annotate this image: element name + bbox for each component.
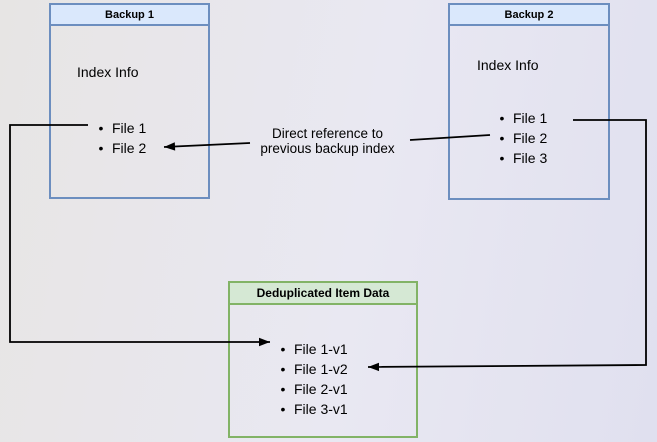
- bullet-icon: •: [280, 401, 286, 417]
- file-label: File 2: [112, 140, 147, 156]
- list-item: • File 2: [495, 128, 548, 148]
- list-item: • File 2: [94, 138, 147, 158]
- bullet-icon: •: [280, 361, 286, 377]
- dedup-file-list: • File 1-v1 • File 1-v2 • File 2-v1 • Fi…: [276, 339, 348, 419]
- list-item: • File 3-v1: [276, 399, 348, 419]
- bullet-icon: •: [499, 130, 505, 146]
- backup2-index-info-label: Index Info: [477, 57, 539, 73]
- file-label: File 2-v1: [294, 381, 348, 397]
- direct-reference-label-line1: Direct reference to: [271, 126, 384, 141]
- bullet-icon: •: [98, 140, 104, 156]
- backup1-file-list: • File 1 • File 2: [94, 118, 147, 158]
- file-label: File 3: [513, 150, 548, 166]
- file-label: File 1-v2: [294, 361, 348, 377]
- file-label: File 1: [112, 120, 147, 136]
- dedup-title: Deduplicated Item Data: [256, 286, 390, 300]
- file-label: File 1: [513, 110, 548, 126]
- backup2-file-list: • File 1 • File 2 • File 3: [495, 108, 548, 168]
- bullet-icon: •: [280, 381, 286, 397]
- list-item: • File 1-v2: [276, 359, 348, 379]
- file-label: File 2: [513, 130, 548, 146]
- file-label: File 3-v1: [294, 401, 348, 417]
- backup1-header: Backup 1: [51, 5, 208, 26]
- backup1-title: Backup 1: [105, 8, 154, 21]
- bullet-icon: •: [98, 120, 104, 136]
- list-item: • File 3: [495, 148, 548, 168]
- dedup-header: Deduplicated Item Data: [230, 283, 416, 305]
- list-item: • File 1: [495, 108, 548, 128]
- dedup-box: Deduplicated Item Data • File 1-v1 • Fil…: [228, 281, 418, 438]
- file-label: File 1-v1: [294, 341, 348, 357]
- backup2-box: Backup 2 Index Info • File 1 • File 2 • …: [448, 3, 610, 200]
- backup1-index-info-label: Index Info: [77, 64, 139, 80]
- backup2-title: Backup 2: [504, 8, 554, 21]
- backup2-header: Backup 2: [450, 5, 608, 26]
- bullet-icon: •: [499, 110, 505, 126]
- direct-reference-label: Direct reference to previous backup inde…: [240, 126, 415, 156]
- list-item: • File 1-v1: [276, 339, 348, 359]
- list-item: • File 1: [94, 118, 147, 138]
- backup1-box: Backup 1 Index Info • File 1 • File 2: [49, 3, 210, 199]
- direct-reference-label-line2: previous backup index: [260, 141, 395, 156]
- list-item: • File 2-v1: [276, 379, 348, 399]
- bullet-icon: •: [280, 341, 286, 357]
- bullet-icon: •: [499, 150, 505, 166]
